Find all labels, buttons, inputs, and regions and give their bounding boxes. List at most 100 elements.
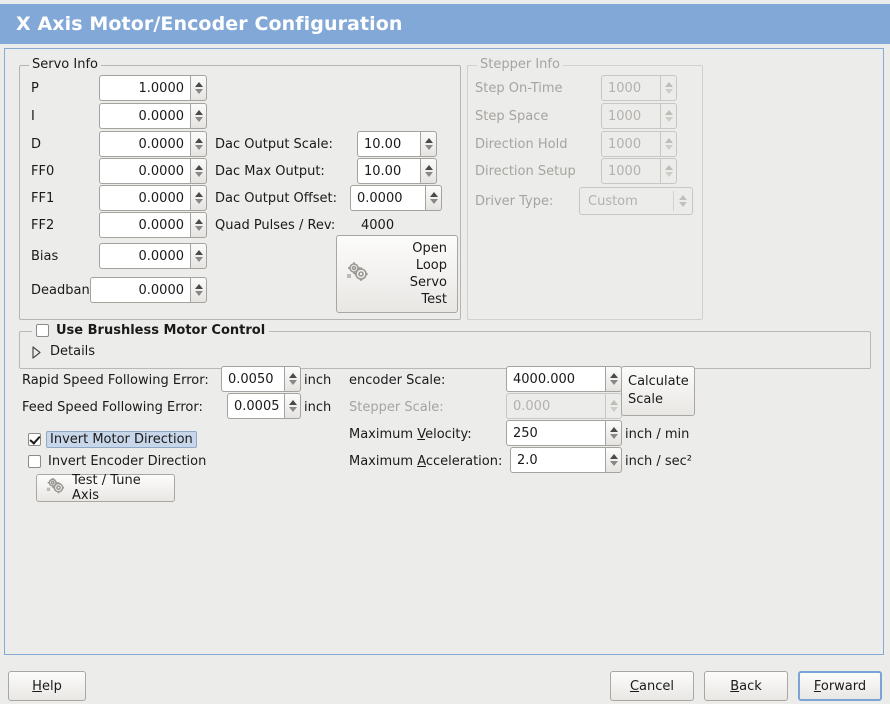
test-tune-axis-button[interactable]: Test / Tune Axis — [36, 473, 175, 503]
dac-output-scale-value[interactable]: 10.00 — [357, 131, 420, 157]
spinner-arrows[interactable] — [605, 447, 622, 473]
servo-input-ff0[interactable]: 0.0000 — [99, 158, 207, 184]
use-brushless-label: Use Brushless Motor Control — [56, 323, 266, 338]
rapid-following-error-value[interactable]: 0.0050 — [221, 366, 284, 392]
checkbox-box[interactable] — [28, 433, 41, 446]
servo-value-ff0[interactable]: 0.0000 — [99, 158, 190, 184]
stepper-scale-input: 0.000 — [506, 393, 622, 419]
servo-input-deadband[interactable]: 0.0000 — [90, 277, 207, 303]
calculate-scale-line1: Calculate — [628, 374, 689, 389]
dac-output-offset-label: Dac Output Offset: — [215, 191, 337, 206]
spinner-arrows[interactable] — [190, 185, 207, 211]
maximum-velocity-unit: inch / min — [625, 427, 690, 442]
maximum-velocity-input[interactable]: 250 — [506, 420, 622, 446]
feed-following-error-value[interactable]: 0.0005 — [227, 393, 285, 419]
maximum-velocity-label-pre: Maximum — [349, 427, 418, 442]
spinner-arrows — [660, 103, 677, 129]
test-tune-axis-label: Test / Tune Axis — [72, 473, 141, 503]
maximum-velocity-label: Maximum Velocity: — [349, 427, 472, 443]
step-on-time-input: 1000 — [601, 75, 677, 101]
use-brushless-checkbox[interactable]: Use Brushless Motor Control — [32, 323, 270, 338]
spinner-arrows[interactable] — [190, 158, 207, 184]
details-label: Details — [50, 344, 96, 359]
driver-type-value: Custom — [588, 193, 638, 209]
servo-input-bias[interactable]: 0.0000 — [99, 243, 207, 269]
spinner-arrows[interactable] — [190, 131, 207, 157]
invert-encoder-direction-checkbox[interactable]: Invert Encoder Direction — [28, 454, 206, 469]
feed-following-error-input[interactable]: 0.0005 — [227, 393, 301, 419]
help-mnemonic: H — [32, 678, 42, 694]
rapid-following-error-label: Rapid Speed Following Error: — [22, 373, 209, 388]
encoder-scale-value[interactable]: 4000.000 — [506, 366, 605, 392]
cancel-label-post: ancel — [639, 678, 675, 694]
maximum-acceleration-value[interactable]: 2.0 — [510, 447, 605, 473]
servo-input-p[interactable]: 1.0000 — [99, 75, 207, 101]
dac-output-scale-label: Dac Output Scale: — [215, 137, 333, 152]
invert-motor-direction-checkbox[interactable]: Invert Motor Direction — [28, 431, 197, 448]
spinner-arrows[interactable] — [425, 185, 442, 211]
dac-max-output-input[interactable]: 10.00 — [357, 158, 437, 184]
step-space-value: 1000 — [601, 103, 660, 129]
stepper-scale-label: Stepper Scale: — [349, 400, 444, 415]
spinner-arrows[interactable] — [190, 103, 207, 129]
spinner-arrows[interactable] — [190, 75, 207, 101]
stepper-info-legend: Stepper Info — [477, 57, 563, 72]
servo-input-i[interactable]: 0.0000 — [99, 103, 207, 129]
servo-info-group: Servo Info — [19, 57, 461, 320]
checkbox-box[interactable] — [36, 324, 49, 337]
spinner-arrows[interactable] — [190, 277, 207, 303]
calculate-scale-button[interactable]: Calculate Scale — [621, 366, 695, 416]
encoder-scale-input[interactable]: 4000.000 — [506, 366, 622, 392]
servo-value-bias[interactable]: 0.0000 — [99, 243, 190, 269]
servo-label-ff1: FF1 — [31, 191, 55, 206]
spinner-arrows[interactable] — [284, 393, 301, 419]
servo-value-deadband[interactable]: 0.0000 — [90, 277, 190, 303]
direction-hold-value: 1000 — [601, 131, 660, 157]
rapid-following-error-input[interactable]: 0.0050 — [221, 366, 301, 392]
spinner-arrows[interactable] — [190, 243, 207, 269]
driver-type-select: Custom — [579, 187, 693, 215]
checkbox-box[interactable] — [28, 455, 41, 468]
back-button[interactable]: Back — [704, 671, 788, 701]
spinner-arrows[interactable] — [605, 420, 622, 446]
dialog-header: X Axis Motor/Encoder Configuration — [0, 4, 890, 44]
servo-value-ff1[interactable]: 0.0000 — [99, 185, 190, 211]
dac-output-offset-value[interactable]: 0.0000 — [350, 185, 425, 211]
maximum-velocity-value[interactable]: 250 — [506, 420, 605, 446]
spinner-arrows[interactable] — [420, 131, 437, 157]
servo-value-p[interactable]: 1.0000 — [99, 75, 190, 101]
servo-label-deadband: Deadband — [31, 283, 98, 298]
content-panel: Servo Info P I D FF0 FF1 FF2 Bias Deadba… — [4, 48, 884, 655]
dac-max-output-value[interactable]: 10.00 — [357, 158, 420, 184]
spinner-arrows — [605, 393, 622, 419]
maximum-acceleration-input[interactable]: 2.0 — [510, 447, 622, 473]
spinner-arrows[interactable] — [605, 366, 622, 392]
triangle-right-icon[interactable] — [31, 345, 41, 359]
servo-input-d[interactable]: 0.0000 — [99, 131, 207, 157]
maximum-acceleration-mnemonic: A — [417, 454, 426, 469]
spinner-arrows[interactable] — [284, 366, 301, 392]
servo-input-ff2[interactable]: 0.0000 — [99, 212, 207, 238]
step-on-time-label: Step On-Time — [475, 81, 563, 96]
servo-value-i[interactable]: 0.0000 — [99, 103, 190, 129]
forward-button[interactable]: Forward — [798, 671, 882, 701]
feed-following-error-label: Feed Speed Following Error: — [22, 400, 203, 415]
quad-pulses-label: Quad Pulses / Rev: — [215, 218, 336, 233]
servo-input-ff1[interactable]: 0.0000 — [99, 185, 207, 211]
spinner-arrows[interactable] — [420, 158, 437, 184]
gears-icon — [345, 260, 371, 288]
servo-value-d[interactable]: 0.0000 — [99, 131, 190, 157]
open-loop-servo-test-button[interactable]: Open Loop Servo Test — [336, 235, 458, 313]
details-expander[interactable]: Details — [31, 344, 95, 359]
cancel-button[interactable]: Cancel — [610, 671, 694, 701]
open-loop-line4: Test — [421, 292, 447, 307]
open-loop-line1: Open — [412, 241, 447, 256]
stepper-scale-value: 0.000 — [506, 393, 605, 419]
dac-output-offset-input[interactable]: 0.0000 — [350, 185, 442, 211]
servo-value-ff2[interactable]: 0.0000 — [99, 212, 190, 238]
spinner-arrows[interactable] — [190, 212, 207, 238]
help-button[interactable]: Help — [8, 671, 86, 701]
gears-icon — [45, 476, 67, 500]
dac-output-scale-input[interactable]: 10.00 — [357, 131, 437, 157]
combo-separator — [673, 191, 674, 211]
